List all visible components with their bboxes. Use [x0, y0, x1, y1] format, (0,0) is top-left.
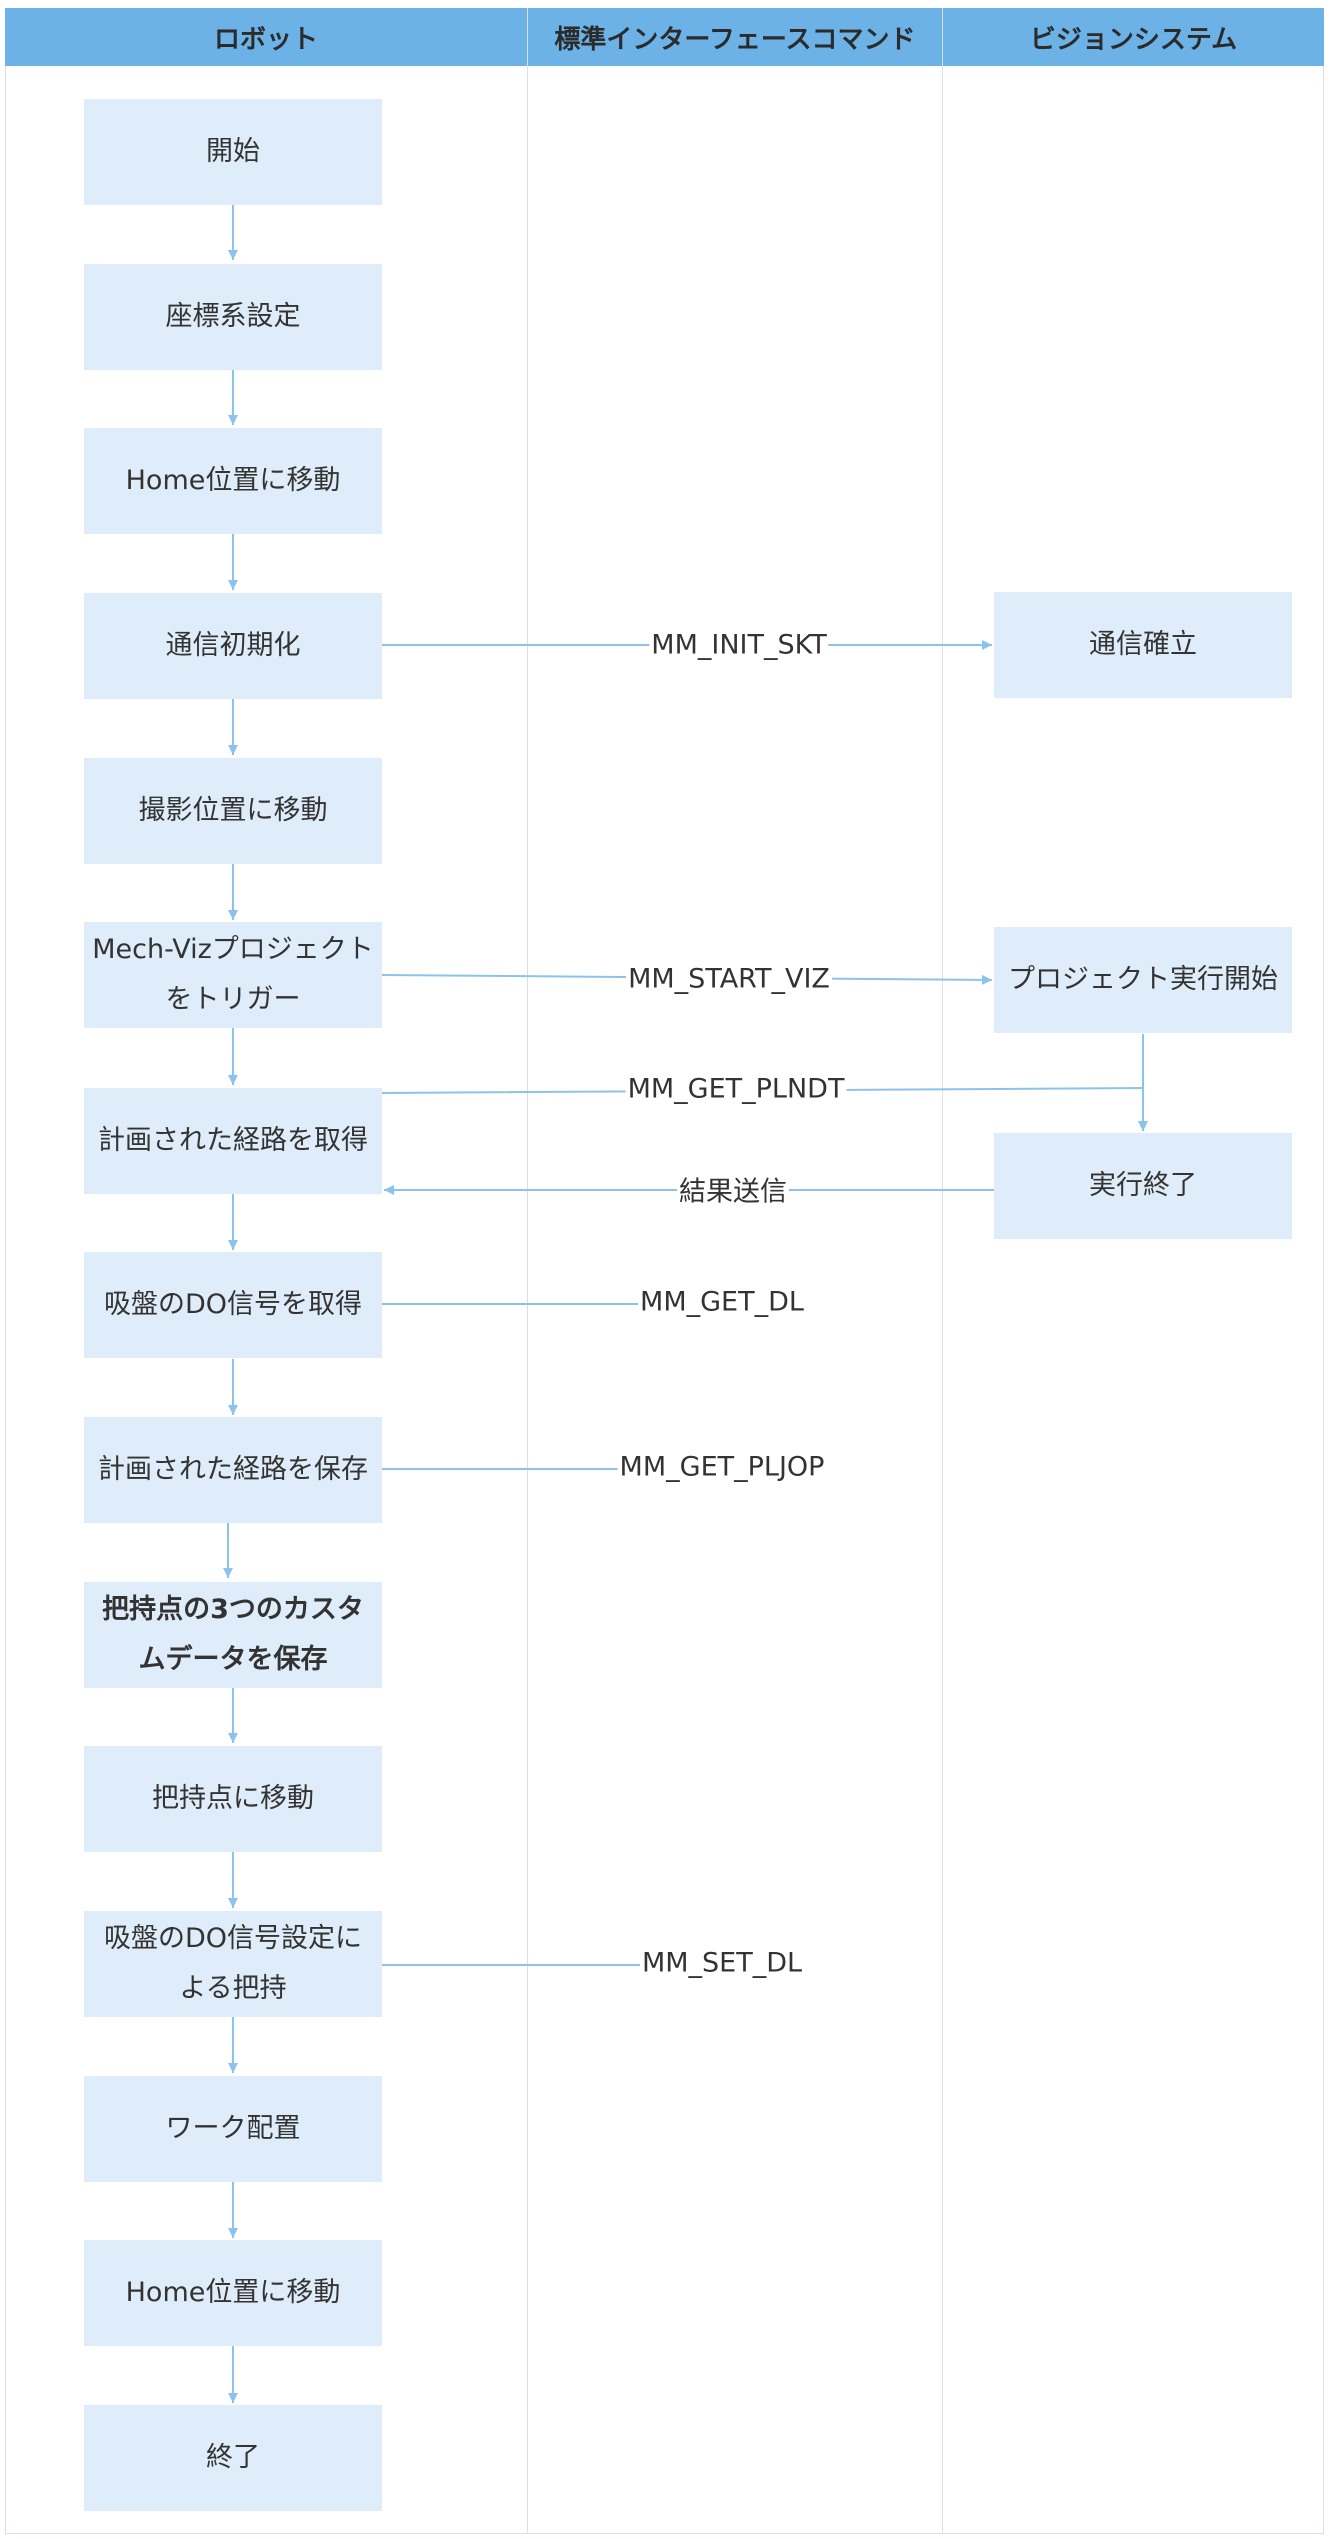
step-label: プロジェクト実行開始 — [1008, 964, 1278, 995]
step-label: 撮影位置に移動 — [138, 795, 328, 826]
msg-set-dl: MM_SET_DL — [639, 1947, 805, 1979]
step-label: 把持点に移動 — [152, 1783, 314, 1814]
lane-separator — [527, 8, 528, 2534]
step-label: Home位置に移動 — [125, 465, 341, 496]
msg-init-skt: MM_INIT_SKT — [649, 629, 829, 661]
step-get-do-signal: 吸盤のDO信号を取得 — [84, 1252, 382, 1358]
msg-result: 結果送信 — [677, 1169, 789, 1209]
vision-exec-end: 実行終了 — [994, 1133, 1292, 1239]
step-move-capture: 撮影位置に移動 — [84, 758, 382, 864]
step-save-path: 計画された経路を保存 — [84, 1417, 382, 1523]
step-start: 開始 — [84, 99, 382, 205]
step-comm-init: 通信初期化 — [84, 593, 382, 699]
step-label: ワーク配置 — [165, 2113, 301, 2144]
step-label: 計画された経路を取得 — [98, 1125, 368, 1156]
step-end: 終了 — [84, 2405, 382, 2511]
step-label: 終了 — [206, 2442, 260, 2473]
msg-get-dl: MM_GET_DL — [638, 1286, 806, 1318]
step-pick: 吸盤のDO信号設定による把持 — [84, 1911, 382, 2017]
step-label: 吸盤のDO信号設定による把持 — [103, 1923, 363, 2004]
vision-comm-established: 通信確立 — [994, 592, 1292, 698]
step-label: 計画された経路を保存 — [98, 1454, 368, 1485]
step-label: Home位置に移動 — [125, 2277, 341, 2308]
lane-header-vision: ビジョンシステム — [943, 8, 1324, 66]
step-label: 通信初期化 — [165, 630, 301, 661]
step-label: 通信確立 — [1089, 629, 1197, 660]
step-label: 把持点の3つのカスタムデータを保存 — [102, 1594, 364, 1675]
lane-header-command: 標準インターフェースコマンド — [528, 8, 942, 66]
msg-get-plndt: MM_GET_PLNDT — [625, 1073, 847, 1105]
step-place: ワーク配置 — [84, 2076, 382, 2182]
step-label: 吸盤のDO信号を取得 — [103, 1289, 363, 1320]
step-label: 開始 — [206, 136, 260, 167]
step-trigger-project: Mech-Vizプロジェクトをトリガー — [84, 922, 382, 1028]
vision-project-start: プロジェクト実行開始 — [994, 927, 1292, 1033]
step-get-path: 計画された経路を取得 — [84, 1088, 382, 1194]
step-move-home: Home位置に移動 — [84, 428, 382, 534]
step-move-home-2: Home位置に移動 — [84, 2240, 382, 2346]
step-save-custom-data: 把持点の3つのカスタムデータを保存 — [84, 1582, 382, 1688]
step-label: 実行終了 — [1089, 1170, 1197, 1201]
step-label: Mech-Vizプロジェクトをトリガー — [92, 934, 374, 1015]
msg-start-viz: MM_START_VIZ — [626, 963, 832, 995]
msg-get-pljop: MM_GET_PLJOP — [617, 1451, 827, 1483]
lane-separator — [942, 8, 943, 2534]
lane-header-robot: ロボット — [5, 8, 527, 66]
step-coordinate-setup: 座標系設定 — [84, 264, 382, 370]
step-label: 座標系設定 — [165, 301, 301, 332]
step-move-pick: 把持点に移動 — [84, 1746, 382, 1852]
